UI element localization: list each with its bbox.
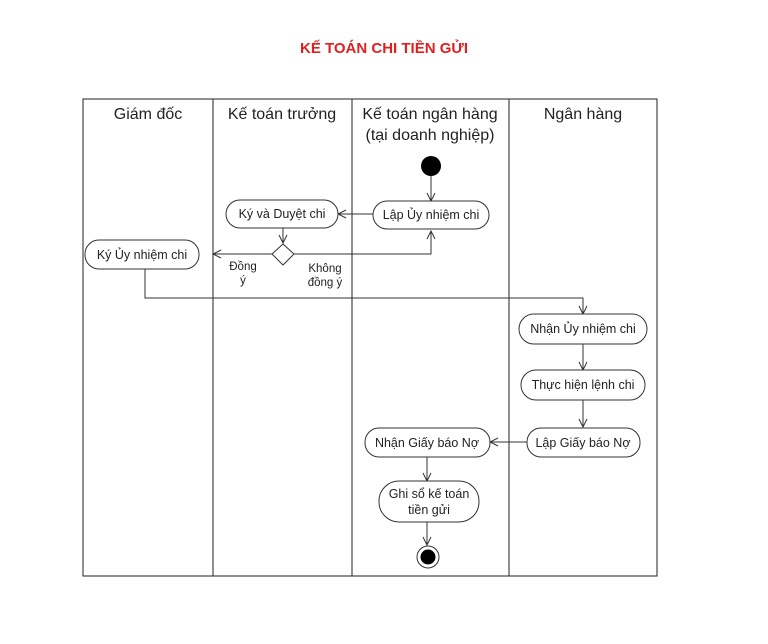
activity-nhan-giay-bao-no: Nhận Giấy báo Nợ — [364, 427, 491, 458]
activity-ky-va-duyet-chi: Ký và Duyệt chi — [225, 199, 339, 229]
swimlane-frame — [82, 98, 658, 577]
initial-node — [421, 156, 441, 176]
activity-label: Lập Ủy nhiệm chi — [383, 207, 480, 222]
activity-label: Lập Giấy báo Nợ — [535, 436, 630, 450]
activity-label-line2: tiền gửi — [408, 503, 450, 517]
activity-nhan-uy-nhiem-chi: Nhận Ủy nhiệm chi — [518, 313, 648, 345]
guard-dong-y-line2: ý — [240, 275, 246, 287]
guard-dong-y-line1: Đồng — [229, 261, 257, 273]
final-node — [416, 545, 440, 569]
guard-khong-dong-y-line2: đồng ý — [308, 277, 343, 289]
activity-ky-uy-nhiem-chi: Ký Ủy nhiệm chi — [84, 239, 200, 270]
activity-lap-giay-bao-no: Lập Giấy báo Nợ — [526, 427, 641, 458]
activity-label: Nhận Ủy nhiệm chi — [530, 321, 636, 336]
lane-header-ke-toan-truong: Kế toán trưởng — [228, 106, 336, 123]
lane-header-ngan-hang: Ngân hàng — [544, 106, 622, 123]
guard-khong-dong-y-line1: Không — [308, 263, 341, 275]
activity-label: Ký và Duyệt chi — [239, 207, 326, 221]
activity-label: Nhận Giấy báo Nợ — [375, 436, 479, 450]
decision-node — [271, 243, 295, 266]
activity-label: Ký Ủy nhiệm chi — [97, 247, 187, 262]
activity-ghi-so-ke-toan-tien-gui: Ghi sổ kế toán tiền gửi — [378, 480, 480, 523]
activity-thuc-hien-lenh-chi: Thực hiện lệnh chi — [520, 369, 646, 401]
lane-header-ke-toan-ngan-hang-sub: (tại doanh nghiệp) — [366, 127, 495, 144]
lane-header-ke-toan-ngan-hang: Kế toán ngân hàng — [362, 106, 497, 123]
diagram-title: KẾ TOÁN CHI TIỀN GỬI — [299, 40, 468, 57]
flow-khong-dong-y-to-lap — [294, 231, 431, 255]
activity-label-line1: Ghi sổ kế toán — [389, 487, 470, 501]
activity-label: Thực hiện lệnh chi — [532, 378, 635, 392]
activity-lap-uy-nhiem-chi: Lập Ủy nhiệm chi — [372, 200, 490, 230]
lane-header-giam-doc: Giám đốc — [114, 106, 182, 123]
flow-ky-to-nhan-uy-nhiem-chi — [144, 269, 583, 314]
control-flows — [144, 176, 583, 545]
